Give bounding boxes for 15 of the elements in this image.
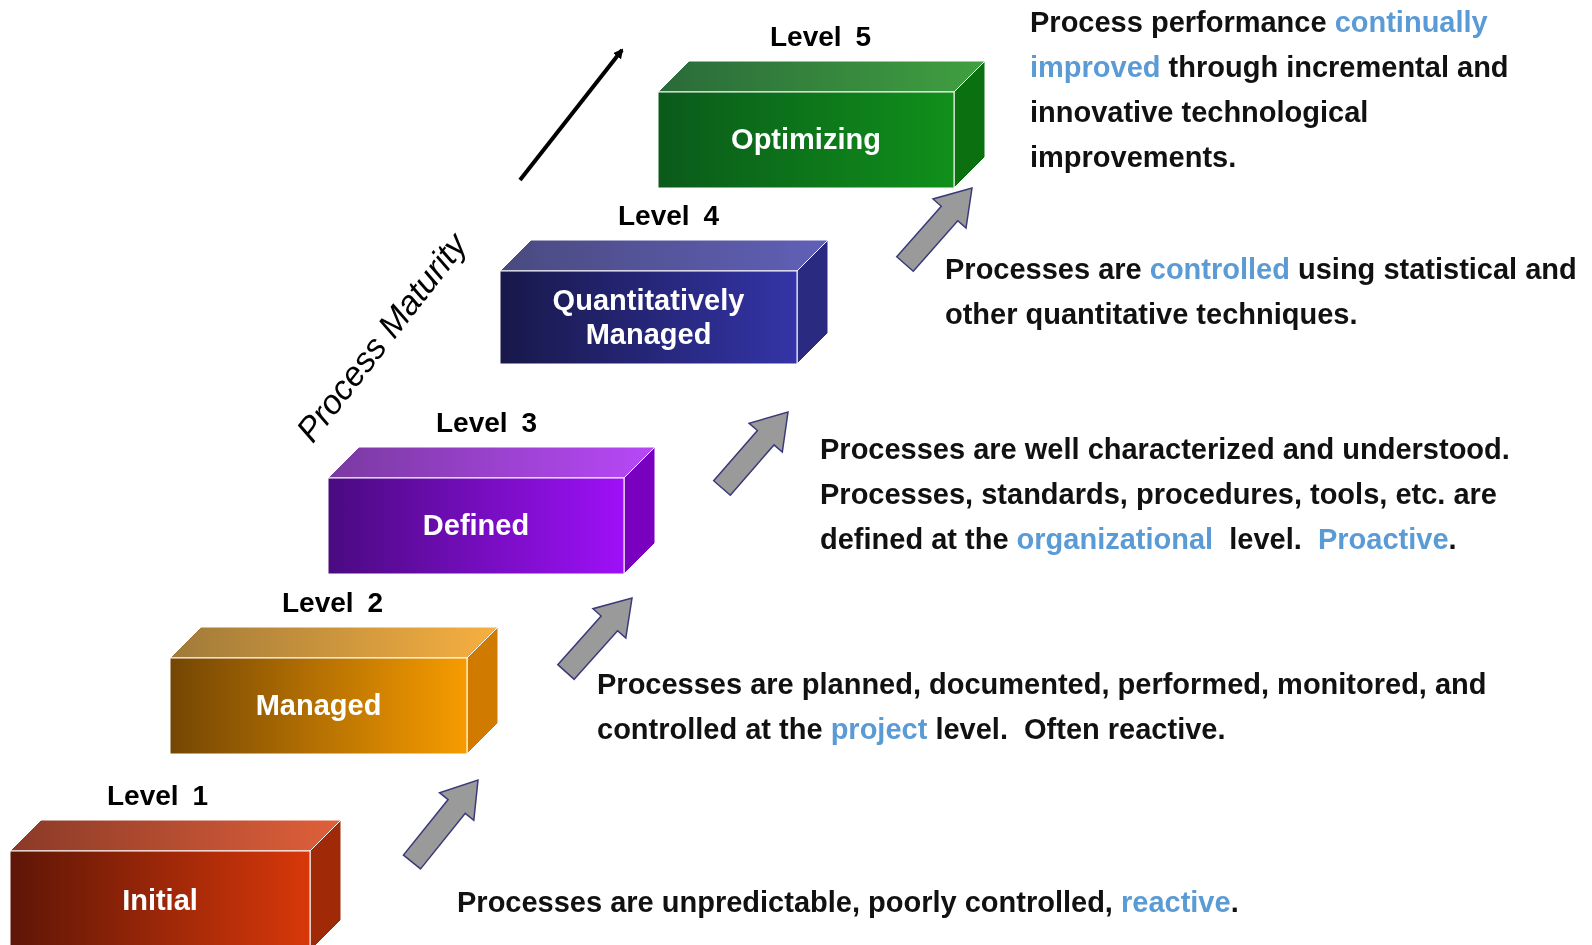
level-name: Quantitatively Managed xyxy=(551,284,746,351)
level-name: Managed xyxy=(255,689,382,723)
level-description: Processes are controlled using statistical and other quantitative techniques. xyxy=(945,252,1578,332)
level-heading: Level 3 xyxy=(436,407,537,439)
level-description: Processes are unpredictable, poorly controlled, reactive. xyxy=(457,885,1240,920)
level-description: Process performance continually improved through incremental and innovative technological improvements. xyxy=(1030,5,1510,175)
level-heading: Level 2 xyxy=(282,587,383,619)
level-name: Optimizing xyxy=(731,123,881,157)
level-heading: Level 4 xyxy=(618,200,719,232)
level-name: Defined xyxy=(422,509,530,543)
level-heading: Level 5 xyxy=(770,21,871,53)
level-description: Processes are planned, documented, performed, monitored, and controlled at the project level. Often reactive. xyxy=(597,667,1488,747)
level-description: Processes are well characterized and understood. Processes, standards, procedures, tools, etc. are defined at the organizational level. Proactive. xyxy=(820,432,1511,557)
level-name: Initial xyxy=(122,884,198,918)
level-heading: Level 1 xyxy=(107,780,208,812)
